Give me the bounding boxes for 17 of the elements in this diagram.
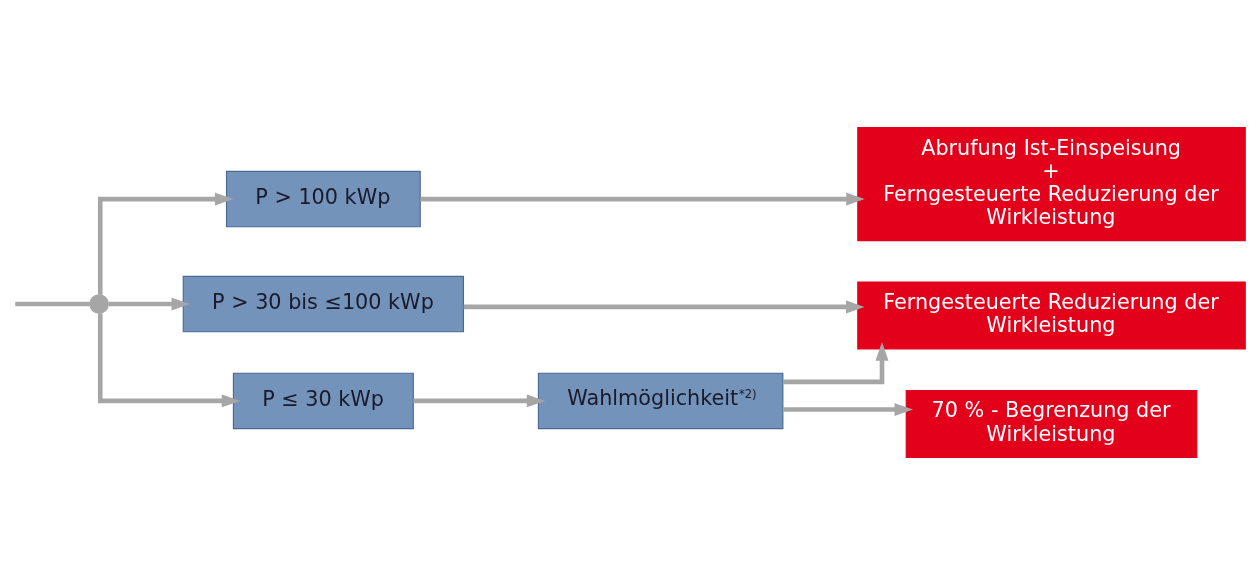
arrow bbox=[783, 402, 914, 416]
node-circle bbox=[89, 293, 109, 314]
connector bbox=[15, 301, 90, 306]
node-box: Abrufung Ist-Einspeisung + Ferngesteuerte Reduzierung der Wirkleistung bbox=[857, 126, 1246, 241]
arrow bbox=[413, 393, 546, 407]
node-box: 70 % - Begrenzung der Wirkleistung bbox=[905, 389, 1198, 458]
arrow bbox=[420, 192, 865, 206]
node-box: P > 100 kWp bbox=[225, 170, 421, 227]
node-box: Wahlmöglichkeit$^{*2)}$ bbox=[537, 372, 784, 429]
arrow bbox=[108, 297, 191, 310]
arrow bbox=[97, 312, 241, 407]
node-box: Ferngesteuerte Reduzierung der Wirkleistung bbox=[857, 281, 1246, 350]
node-box: P > 30 bis ≤100 kWp bbox=[182, 275, 465, 332]
arrow bbox=[97, 192, 234, 295]
arrow bbox=[783, 341, 889, 384]
node-box: P ≤ 30 kWp bbox=[232, 372, 414, 429]
arrow bbox=[463, 299, 865, 313]
